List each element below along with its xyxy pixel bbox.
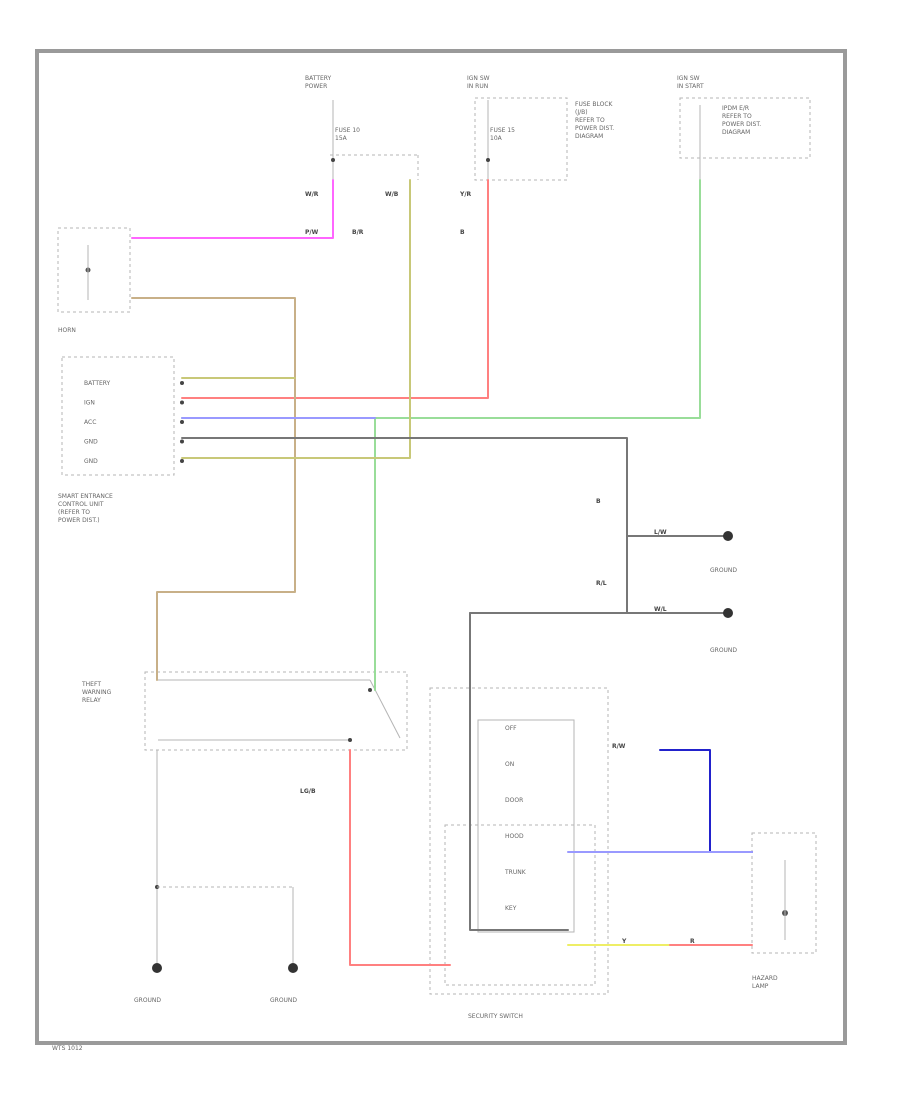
wire-code: W/L xyxy=(654,606,667,613)
horn-label: HORN xyxy=(58,327,76,334)
ground-label-2: GROUND xyxy=(270,997,297,1004)
wire-codes: W/R W/B Y/R P/W B/R B B R/L L/W W/L LG/B R/W Y R xyxy=(300,191,695,945)
bcm-pin-label: IGN xyxy=(84,400,95,407)
switch-row-label: ON xyxy=(505,761,514,768)
switch-row-label: HOOD xyxy=(505,833,524,840)
wire-code: W/B xyxy=(385,191,399,198)
bcm-pin-terminal xyxy=(180,381,184,385)
wire-5 xyxy=(181,179,411,459)
ground-left: GROUND GROUND xyxy=(134,750,298,1004)
security-switch: SECURITY SWITCH OFF ON DOOR HOOD TRUNK KEY xyxy=(429,687,609,1020)
ground-right: GROUND GROUND xyxy=(710,531,737,654)
wire-harness xyxy=(131,179,753,966)
bcm-pin-label: ACC xyxy=(84,419,96,426)
wire-code: R/L xyxy=(596,580,607,587)
wire-code: LG/B xyxy=(300,788,316,795)
wire-code: Y/R xyxy=(459,191,472,198)
wire-13 xyxy=(659,749,753,853)
ground-right-1: GROUND xyxy=(710,567,737,574)
bcm-pin-label: GND xyxy=(84,439,98,446)
footer-id: WTS 1012 xyxy=(52,1045,83,1052)
switch-row-label: OFF xyxy=(505,725,517,732)
bcm-pin-label: BATTERY xyxy=(84,380,111,387)
switch-row-label: TRUNK xyxy=(504,869,527,876)
ground-label-1: GROUND xyxy=(134,997,161,1004)
switch-row-label: KEY xyxy=(505,905,517,912)
wire-code: P/W xyxy=(305,229,319,236)
wire-code: B xyxy=(596,498,601,505)
bcm-pin-terminal xyxy=(180,459,184,463)
wire-code: W/R xyxy=(305,191,319,198)
ground-right-2: GROUND xyxy=(710,647,737,654)
wire-12 xyxy=(349,749,451,966)
horn: HORN xyxy=(57,227,131,334)
bcm-pin-terminal xyxy=(180,420,184,424)
wire-code: R/W xyxy=(612,743,626,750)
wire-code: Y xyxy=(621,938,627,945)
bcm-pin-terminal xyxy=(180,439,184,444)
wire-8 xyxy=(181,437,628,614)
diagram-frame xyxy=(35,49,847,1045)
bcm-pin-terminal xyxy=(180,400,184,405)
wire-code: R xyxy=(690,938,695,945)
wire-11 xyxy=(469,612,569,931)
wire-code: L/W xyxy=(654,529,667,536)
wire-1 xyxy=(181,179,489,399)
wire-code: B xyxy=(460,229,465,236)
wire-4 xyxy=(131,297,296,681)
bcm-pin-label: GND xyxy=(84,458,98,465)
switch-row-label: DOOR xyxy=(505,797,523,804)
switch-label: SECURITY SWITCH xyxy=(468,1013,523,1020)
wire-0 xyxy=(131,179,334,239)
wire-code: B/R xyxy=(352,229,364,236)
